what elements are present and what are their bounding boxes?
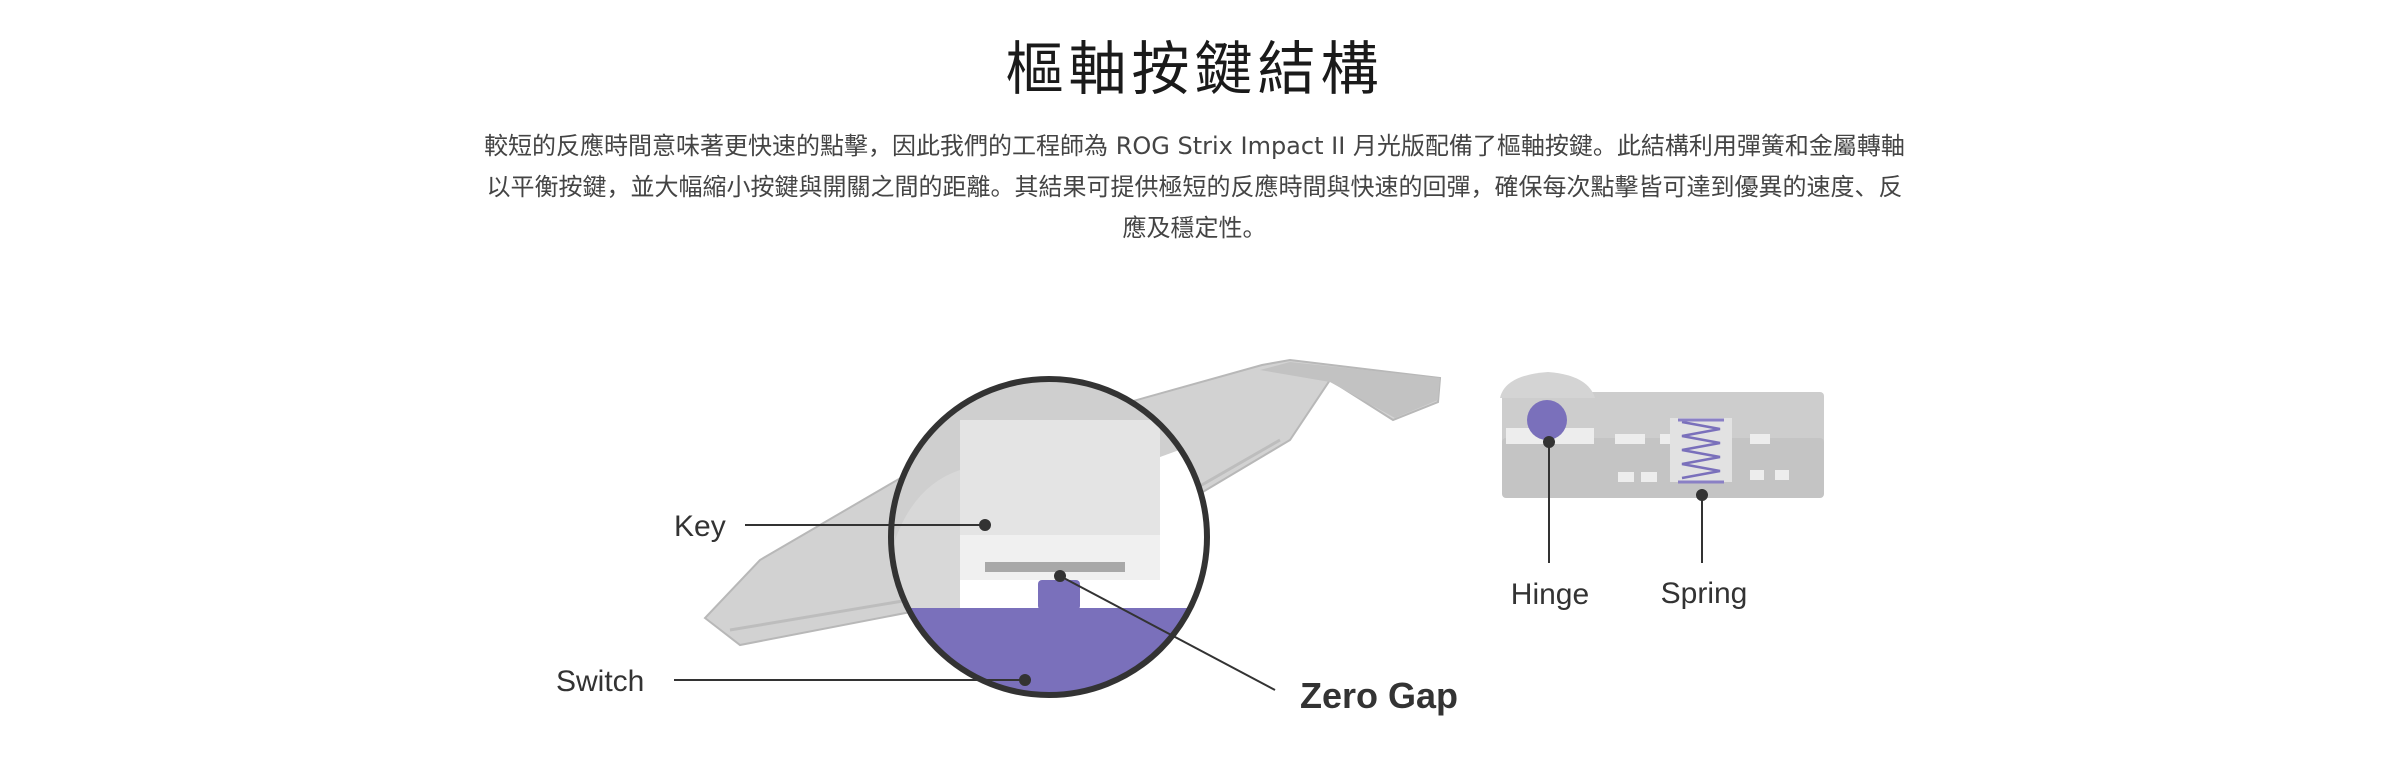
spring-label: Spring: [1661, 577, 1748, 610]
magnifier-ring: [888, 376, 1210, 698]
page-title: 樞軸按鍵結構: [1005, 35, 1384, 103]
spring-leader-dot: [1696, 489, 1708, 501]
hinge-leader-dot: [1543, 436, 1555, 448]
switch-label: Switch: [556, 665, 644, 698]
key-label: Key: [674, 510, 726, 543]
zero-gap-leader-dot: [1054, 570, 1066, 582]
hinge-block: [1500, 372, 1824, 498]
magnifier-content: [891, 379, 1207, 695]
hinge-label: Hinge: [1511, 578, 1589, 611]
switch-leader-dot: [1019, 674, 1031, 686]
hinge-pin: [1527, 400, 1567, 440]
intro-paragraph: 較短的反應時間意味著更快速的點擊，因此我們的工程師為 ROG Strix Imp…: [484, 132, 1905, 242]
zero-gap-leader-line: [1059, 575, 1276, 691]
mouse-shell-tip: [1260, 362, 1440, 418]
zero-gap-label: Zero Gap: [1300, 675, 1458, 716]
key-leader-dot: [979, 519, 991, 531]
spring-coil: [1678, 418, 1724, 484]
